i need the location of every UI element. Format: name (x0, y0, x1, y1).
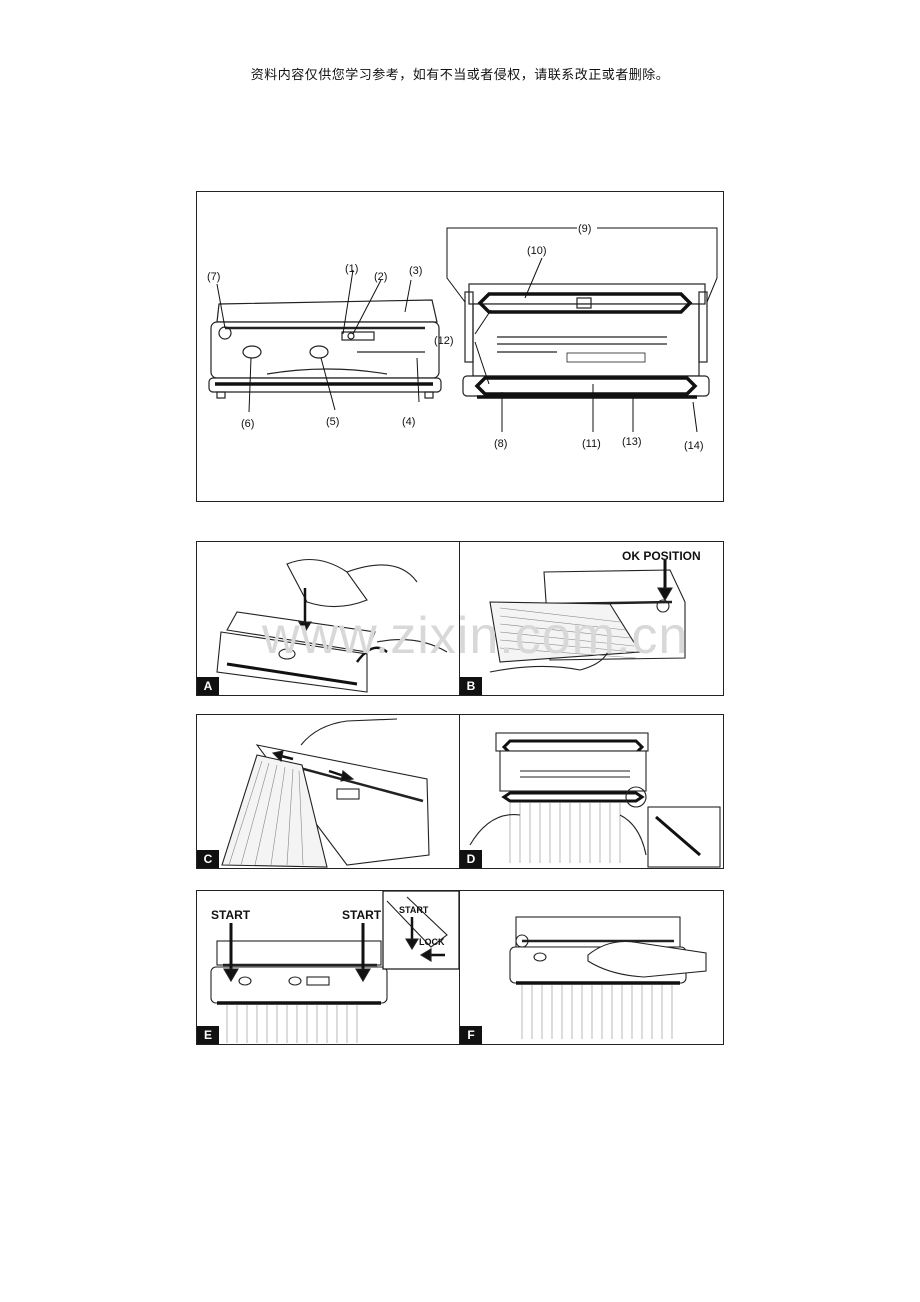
panel-f-tag: F (460, 1026, 482, 1044)
panel-c-tag: C (197, 850, 219, 868)
label-12: (12) (434, 335, 454, 347)
device-closed-illustration (208, 299, 442, 399)
label-9: (9) (578, 223, 591, 235)
device-open-illustration (462, 283, 710, 399)
disclaimer-text: 资料内容仅供您学习参考，如有不当或者侵权，请联系改正或者删除。 (250, 68, 670, 83)
panel-a-drawing (216, 559, 448, 693)
panel-a-tag: A (197, 677, 219, 695)
inset-lock-label: LOCK (419, 937, 445, 947)
panel-b: OK POSITION B (459, 541, 724, 696)
label-1: (1) (345, 263, 358, 275)
overview-figure: (7) (1) (2) (3) (4) (5) (6) (196, 191, 724, 502)
panel-f: F (459, 890, 724, 1045)
panel-b-tag: B (460, 677, 482, 695)
label-6: (6) (241, 418, 254, 430)
label-11: (11) (582, 438, 601, 450)
start-label-left: START (211, 908, 251, 922)
panel-a: A (196, 541, 460, 696)
panel-e-drawing: START START START LOCK (210, 891, 459, 1043)
label-13: (13) (622, 436, 642, 448)
panel-b-drawing: OK POSITION (489, 549, 701, 673)
label-10: (10) (527, 245, 547, 257)
start-label-right: START (342, 908, 382, 922)
panel-e-tag: E (197, 1026, 219, 1044)
label-4: (4) (402, 416, 415, 428)
label-2: (2) (374, 271, 387, 283)
label-14: (14) (684, 440, 704, 452)
panel-d: D (459, 714, 724, 869)
label-3: (3) (409, 265, 422, 277)
label-8: (8) (494, 438, 507, 450)
panel-d-drawing (469, 732, 721, 868)
label-5: (5) (326, 416, 339, 428)
panel-c: C (196, 714, 460, 869)
panel-c-drawing (221, 718, 430, 868)
panel-f-drawing (509, 916, 707, 1039)
label-7: (7) (207, 271, 220, 283)
inset-start-label: START (399, 905, 429, 915)
ok-position-label: OK POSITION (622, 549, 701, 563)
panel-d-tag: D (460, 850, 482, 868)
overview-drawing: (7) (1) (2) (3) (4) (5) (6) (207, 223, 718, 452)
panel-e: START START START LOCK E (196, 890, 460, 1045)
